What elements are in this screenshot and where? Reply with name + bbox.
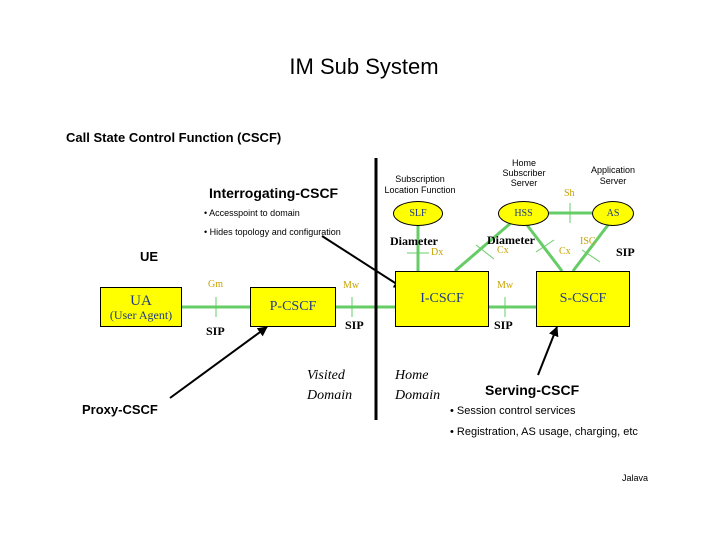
home-domain-label: Home Domain <box>395 366 440 406</box>
ue-label: UE <box>140 249 159 264</box>
iface-gm: Gm <box>208 279 223 290</box>
tick-isc <box>581 249 601 263</box>
page-title: IM Sub System <box>289 54 439 79</box>
home-domain-line: Home <box>395 368 429 383</box>
interrogating-bullet: • Accesspoint to domain <box>204 208 300 218</box>
as-name: AS <box>606 208 620 219</box>
interrogating-bullet: • Hides topology and configuration <box>204 227 341 237</box>
serving-bullet: • Session control services <box>450 405 576 417</box>
protocol-diameter-2: Diameter <box>487 233 535 247</box>
scscf-box: S-CSCF <box>536 271 630 327</box>
slf-caption-line: Subscription <box>395 174 445 184</box>
visited-domain-line: Domain <box>307 388 353 403</box>
iface-cx-2: Cx <box>559 246 571 257</box>
iface-mw-2: Mw <box>497 280 514 291</box>
iface-cx-1: Cx <box>497 245 509 256</box>
protocol-sip-mw-1: SIP <box>345 318 364 332</box>
arrow-interrogating <box>321 235 404 289</box>
iface-mw-1: Mw <box>343 280 360 291</box>
iface-dx: Dx <box>431 247 444 258</box>
serving-bullet: • Registration, AS usage, charging, etc <box>450 426 638 438</box>
slf-caption: Subscription Location Function <box>378 174 462 196</box>
iface-sh: Sh <box>564 188 575 199</box>
as-caption-line: Server <box>599 176 627 186</box>
slf-node: SLF <box>393 201 443 226</box>
home-domain-line: Domain <box>395 388 441 403</box>
link-hss-scscf <box>525 224 564 272</box>
hss-caption-line: Home <box>511 158 536 168</box>
protocol-sip-gm: SIP <box>206 324 225 338</box>
protocol-sip-mw-2: SIP <box>494 318 513 332</box>
slf-name: SLF <box>409 208 427 219</box>
tick-cx2 <box>535 239 555 253</box>
hss-caption-line: Server <box>510 178 538 188</box>
ua-name: UA <box>130 292 152 309</box>
tick-cx1 <box>475 244 495 260</box>
scscf-name: S-CSCF <box>559 291 607 306</box>
proxy-heading: Proxy-CSCF <box>82 402 158 417</box>
protocol-diameter-1: Diameter <box>390 234 438 248</box>
iface-isc: ISC <box>580 236 596 247</box>
arrow-serving <box>537 326 559 376</box>
hss-node: HSS <box>498 201 549 226</box>
icscf-box: I-CSCF <box>395 271 489 327</box>
link-icscf-hss <box>454 220 513 273</box>
hss-caption-line: Subscriber <box>502 168 546 178</box>
icscf-name: I-CSCF <box>420 291 464 306</box>
interrogating-heading: Interrogating-CSCF <box>209 185 339 201</box>
as-caption-line: Application <box>590 165 636 175</box>
ua-box: UA (User Agent) <box>100 287 182 327</box>
diagram-subtitle: Call State Control Function (CSCF) <box>66 130 282 145</box>
serving-heading: Serving-CSCF <box>485 382 580 398</box>
slf-caption-line: Location Function <box>384 185 456 195</box>
arrow-proxy <box>169 326 268 399</box>
as-node: AS <box>592 201 634 226</box>
as-caption: Application Server <box>578 165 648 187</box>
visited-domain-line: Visited <box>307 368 345 383</box>
ua-subname: (User Agent) <box>109 307 173 322</box>
visited-domain-label: Visited Domain <box>307 366 352 406</box>
pcscf-name: P-CSCF <box>269 299 317 314</box>
protocol-sip-isc: SIP <box>616 245 635 259</box>
hss-name: HSS <box>514 208 533 219</box>
footer-author: Jalava <box>622 473 649 483</box>
hss-caption: Home Subscriber Server <box>496 158 552 188</box>
pcscf-box: P-CSCF <box>250 287 336 327</box>
link-as-scscf <box>571 224 610 272</box>
